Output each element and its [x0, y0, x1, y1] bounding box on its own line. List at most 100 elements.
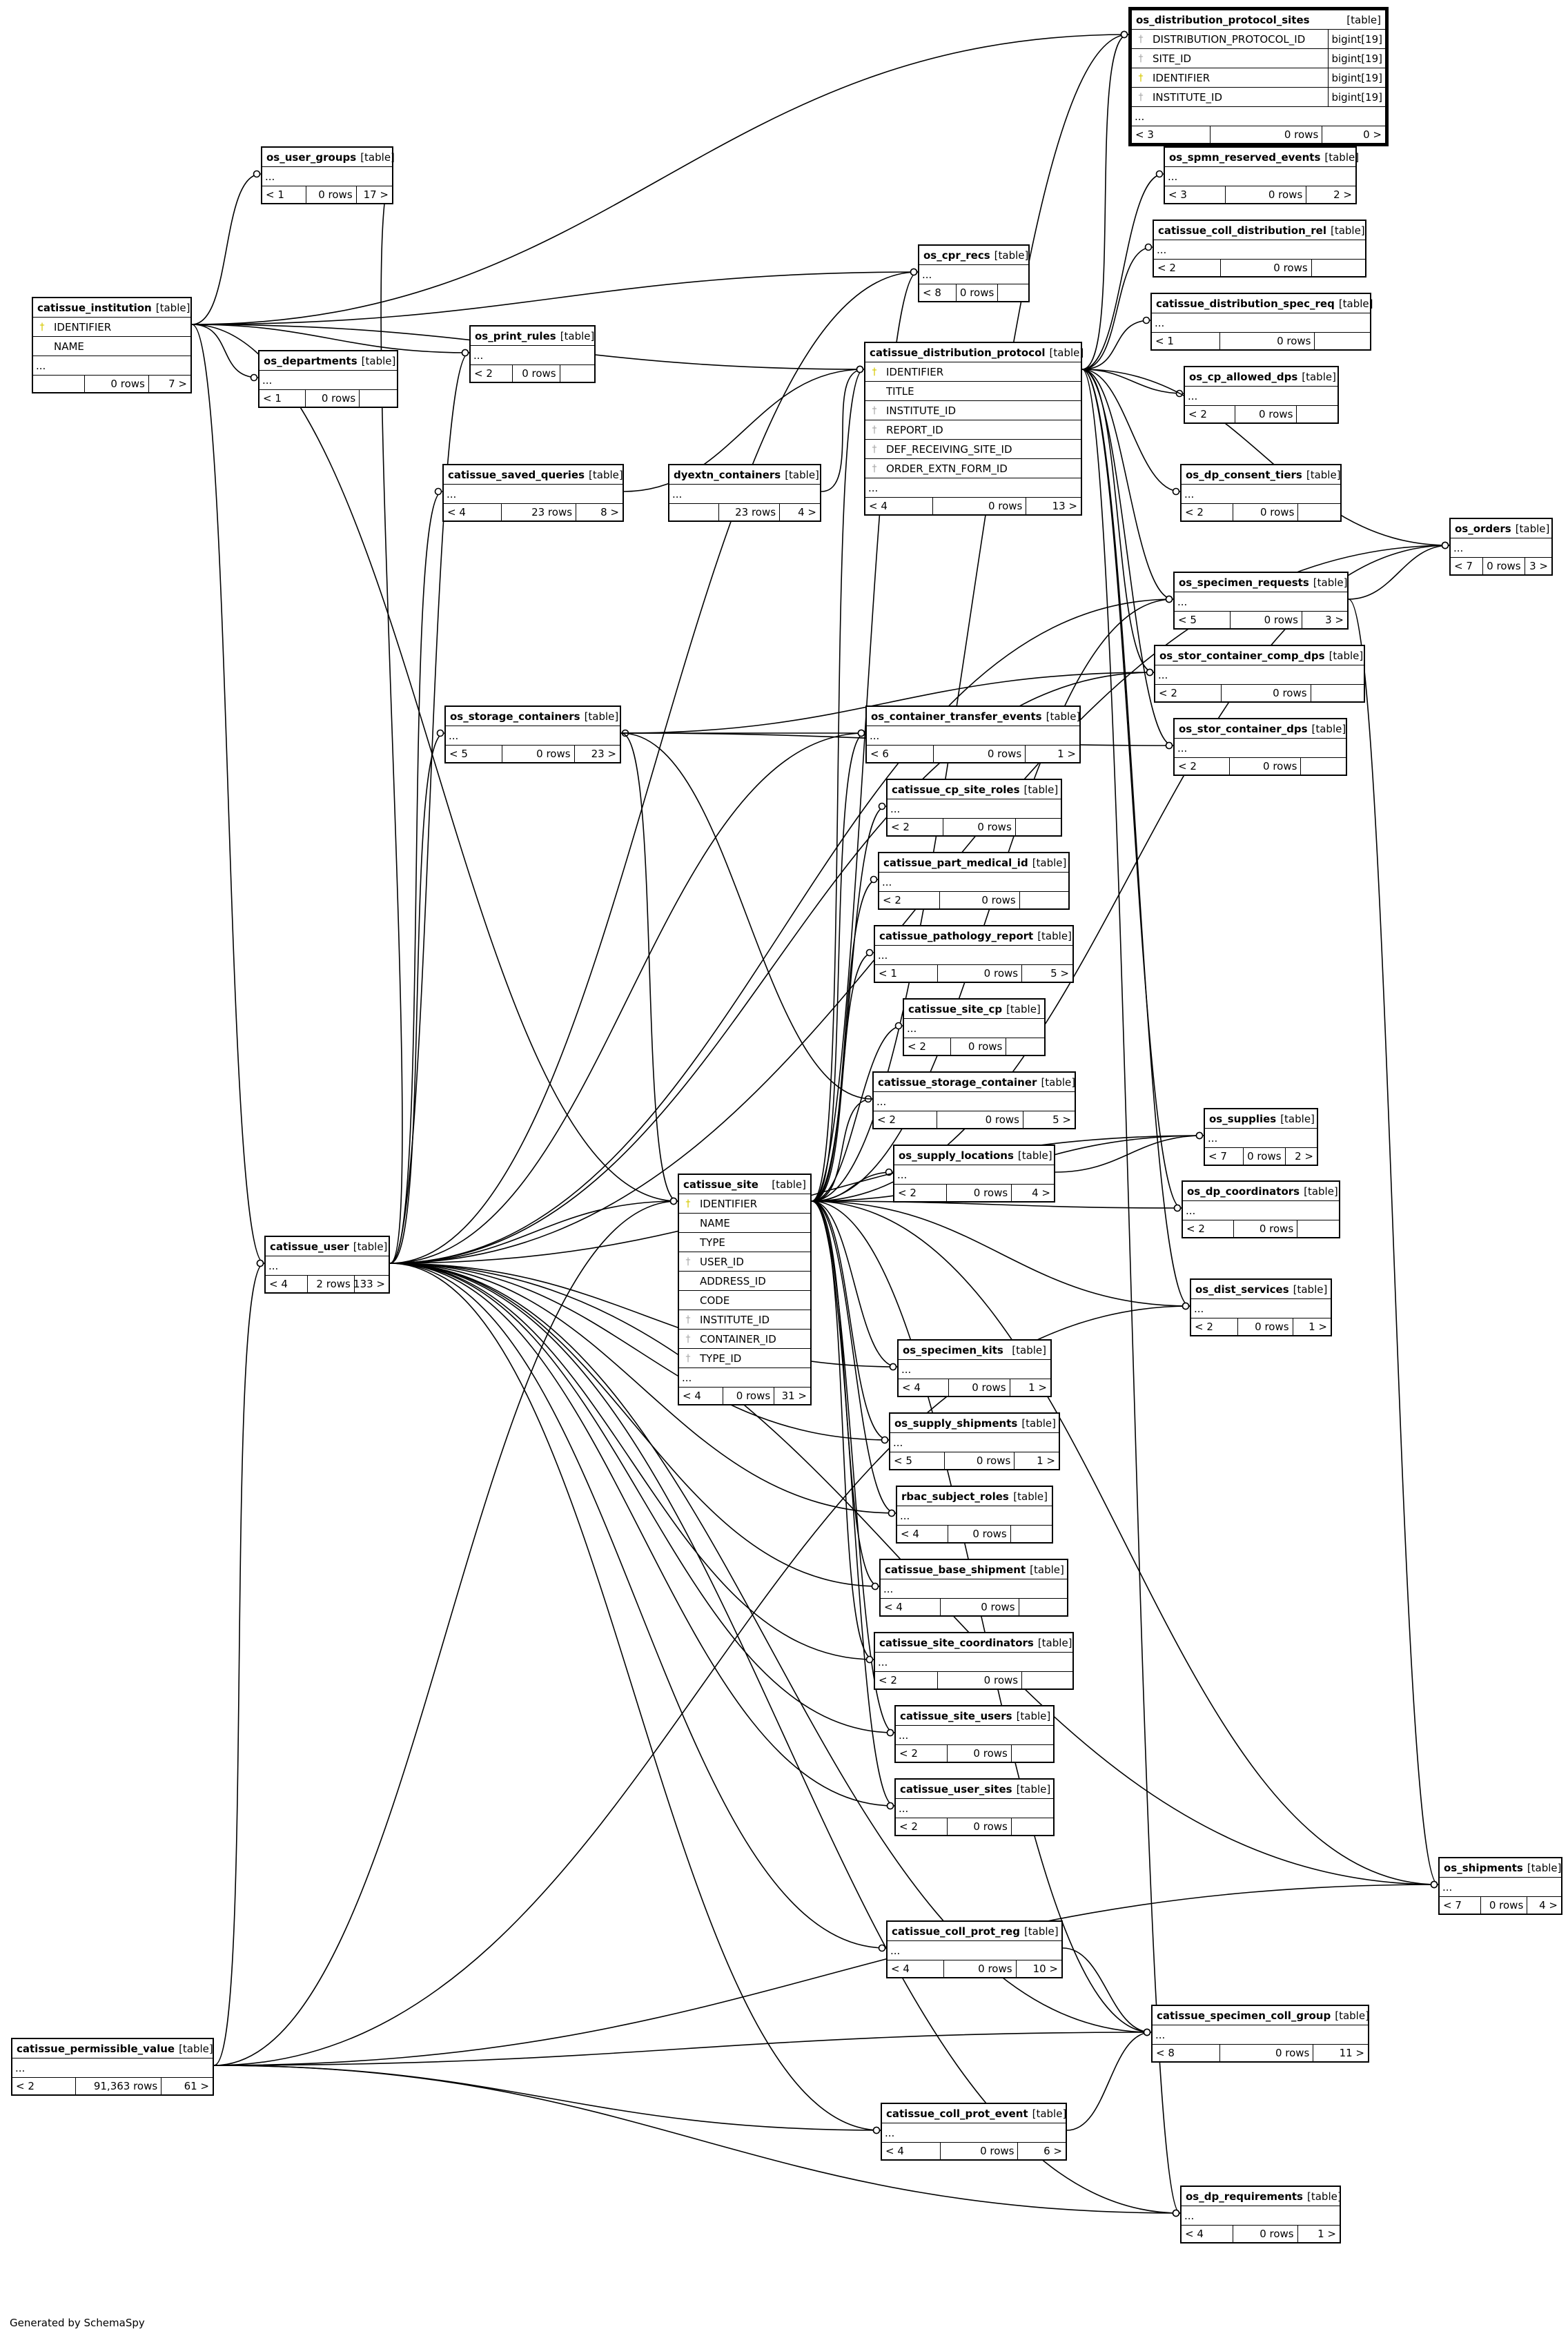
child-count[interactable]: 1 >	[1317, 2228, 1336, 2240]
parent-count[interactable]: < 2	[896, 1745, 948, 1762]
child-count[interactable]	[1297, 1220, 1339, 1237]
child-count[interactable]: 2 >	[1295, 1150, 1313, 1162]
table-catissue_distribution_spec_req[interactable]: catissue_distribution_spec_req[table]...…	[1150, 293, 1373, 351]
parent-count[interactable]: < 2	[1175, 758, 1231, 775]
child-count[interactable]: 11 >	[1339, 2047, 1364, 2059]
child-count[interactable]: 4 >	[798, 506, 816, 518]
child-count[interactable]	[1315, 333, 1370, 349]
parent-count[interactable]: < 2	[879, 892, 940, 908]
parent-count[interactable]: < 2	[875, 1672, 939, 1688]
parent-count[interactable]: < 1	[1152, 333, 1221, 349]
child-count[interactable]: 6 >	[1043, 2145, 1062, 2157]
child-count[interactable]: 61 >	[184, 2080, 209, 2092]
child-count[interactable]: 7 >	[168, 378, 187, 390]
parent-count[interactable]: < 1	[259, 390, 306, 407]
child-count[interactable]	[1016, 819, 1061, 835]
child-count[interactable]	[1311, 685, 1364, 701]
parent-count[interactable]: < 4	[882, 2143, 941, 2159]
parent-count[interactable]: < 4	[266, 1276, 308, 1292]
parent-count[interactable]: < 5	[890, 1452, 945, 1469]
child-count[interactable]	[1298, 504, 1340, 520]
parent-count[interactable]: < 4	[899, 1379, 949, 1396]
child-count[interactable]: 4 >	[1032, 1187, 1050, 1199]
child-count[interactable]	[1312, 260, 1365, 276]
child-count[interactable]: 10 >	[1032, 1963, 1058, 1975]
table-catissue_distribution_protocol[interactable]: catissue_distribution_protocol[table]†ID…	[864, 342, 1084, 516]
child-count[interactable]: 5 >	[1050, 967, 1069, 980]
child-count[interactable]: 4 >	[1539, 1899, 1558, 1911]
parent-count[interactable]: < 4	[897, 1526, 948, 1542]
child-count[interactable]: 0 >	[1363, 128, 1382, 141]
parent-count[interactable]: < 5	[1175, 612, 1231, 628]
child-count[interactable]	[1022, 1672, 1072, 1688]
parent-count[interactable]: < 1	[262, 186, 306, 203]
parent-count[interactable]: < 4	[679, 1388, 724, 1404]
parent-count[interactable]: < 7	[1205, 1148, 1244, 1165]
parent-count[interactable]: < 2	[1154, 260, 1221, 276]
parent-count[interactable]: < 2	[1191, 1318, 1238, 1335]
child-count[interactable]: 8 >	[600, 506, 619, 518]
child-count[interactable]: 133 >	[353, 1278, 385, 1290]
parent-count[interactable]: < 2	[896, 1818, 948, 1835]
parent-count[interactable]: < 4	[444, 504, 502, 520]
table-os_container_transfer_events[interactable]: os_container_transfer_events[table]...< …	[865, 705, 1081, 763]
child-count[interactable]	[1019, 1599, 1067, 1615]
parent-count[interactable]	[33, 376, 85, 392]
child-count[interactable]: 1 >	[1057, 748, 1076, 760]
parent-count[interactable]: < 7	[1451, 558, 1484, 574]
child-count[interactable]	[1011, 1526, 1052, 1542]
parent-count[interactable]: < 2	[1185, 406, 1235, 422]
child-count[interactable]: 17 >	[363, 188, 389, 201]
child-count[interactable]: 1 >	[1309, 1321, 1327, 1333]
parent-count[interactable]: < 4	[881, 1599, 941, 1615]
child-count[interactable]: 3 >	[1325, 614, 1344, 626]
parent-count[interactable]: < 4	[888, 1960, 944, 1977]
child-count[interactable]	[1006, 1038, 1044, 1055]
child-count[interactable]	[998, 284, 1028, 301]
parent-count[interactable]: < 2	[1155, 685, 1222, 701]
parent-count[interactable]: < 7	[1440, 1897, 1482, 1914]
parent-count[interactable]: < 8	[1153, 2045, 1221, 2061]
parent-count[interactable]: < 3	[1165, 186, 1226, 203]
parent-count[interactable]: < 4	[1182, 2226, 1234, 2242]
table-catissue_specimen_coll_group[interactable]: catissue_specimen_coll_group[table]...< …	[1151, 2005, 1369, 2063]
parent-count[interactable]: < 3	[1132, 126, 1211, 143]
parent-count[interactable]: < 5	[446, 746, 502, 762]
parent-count[interactable]: < 2	[874, 1111, 938, 1128]
child-count[interactable]: 3 >	[1529, 560, 1548, 572]
child-count[interactable]	[1012, 1745, 1053, 1762]
parent-count[interactable]: < 2	[1183, 1220, 1235, 1237]
child-count[interactable]: 5 >	[1052, 1113, 1071, 1126]
parent-count[interactable]: < 2	[1182, 504, 1234, 520]
